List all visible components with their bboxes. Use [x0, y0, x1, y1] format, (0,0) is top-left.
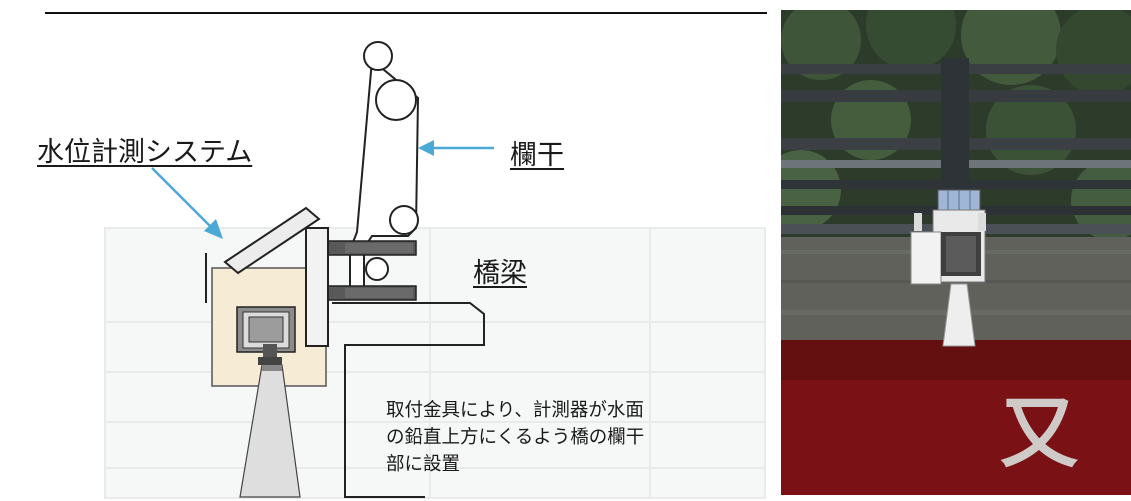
- bridge-edge: [332, 302, 485, 498]
- installation-note: 取付金具により、計測器が水面 の鉛直上方にくるよう橋の欄干 部に設置: [386, 397, 766, 478]
- bridge-label: 橋梁: [473, 258, 527, 289]
- measurement-system: [205, 206, 329, 498]
- site-photo: 又: [781, 10, 1131, 495]
- girder-character: 又: [1000, 389, 1078, 479]
- sensor-device: [910, 189, 986, 347]
- installation-diagram: [104, 41, 766, 499]
- note-line: 取付金具により、計測器が水面: [386, 400, 644, 421]
- arrow-to-railing: [418, 140, 494, 156]
- railing-label: 欄干: [510, 140, 564, 171]
- note-line: 部に設置: [386, 454, 461, 475]
- note-line: の鉛直上方にくるよう橋の欄干: [386, 427, 645, 448]
- system-label: 水位計測システム: [37, 137, 253, 168]
- title-underline: [45, 12, 767, 14]
- arrow-to-system: [151, 167, 223, 239]
